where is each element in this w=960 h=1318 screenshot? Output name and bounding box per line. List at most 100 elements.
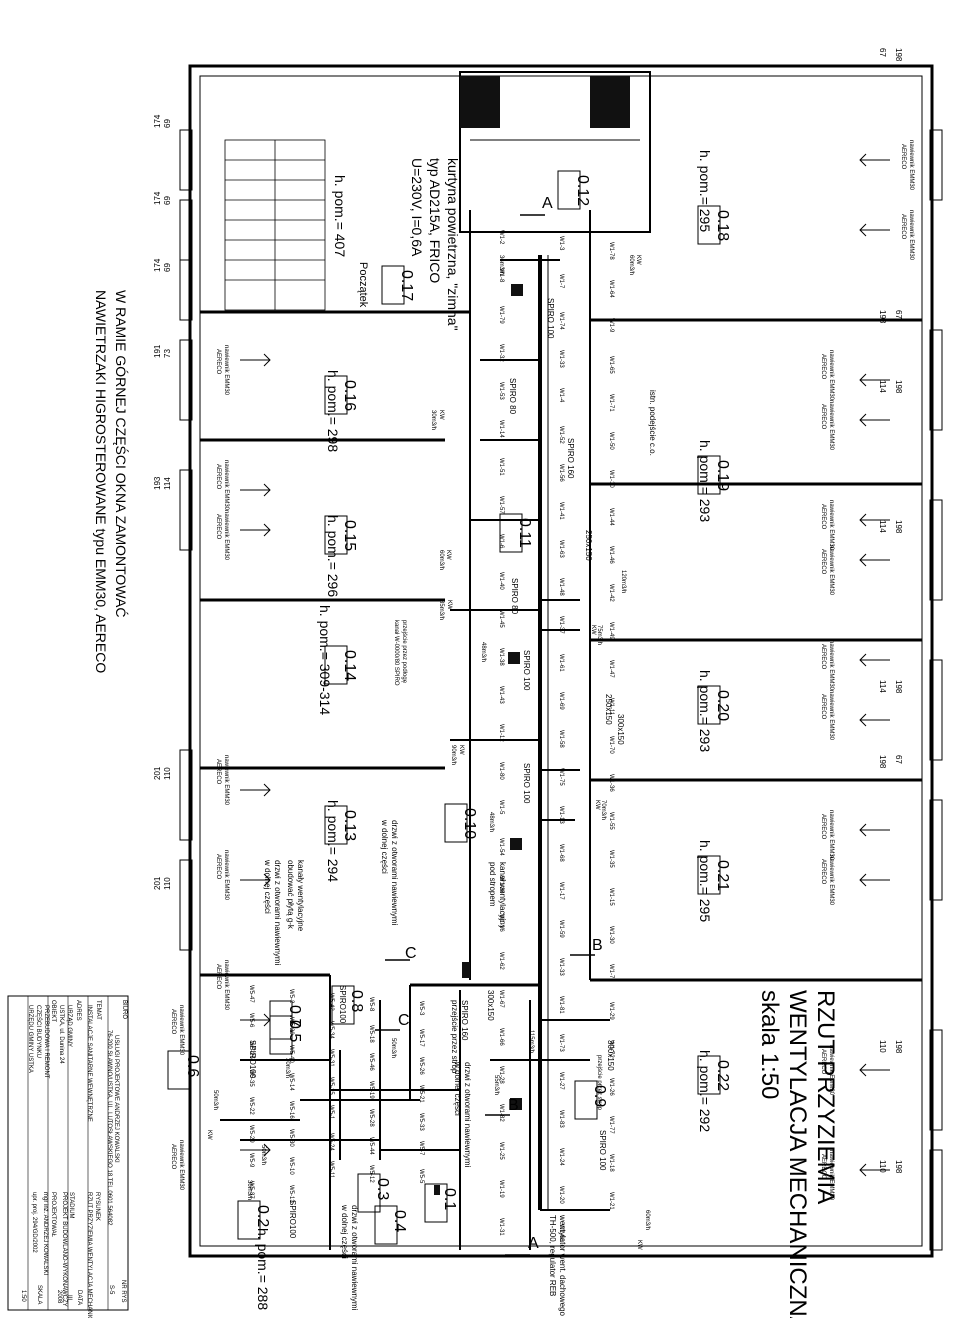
fitting-label: W5-47	[248, 985, 254, 1003]
fitting-label: W1-83	[558, 1110, 564, 1128]
flow-label: 48m3/h	[488, 812, 494, 832]
tb-sheet-label: NR RYS	[120, 1280, 126, 1303]
fitting-label: W5-24	[328, 1133, 334, 1151]
window-dimension: 110	[163, 877, 172, 890]
vent-label: nawiewnik EMM30	[828, 640, 834, 691]
room-number: 0.5	[286, 1020, 303, 1042]
vent-maker: AERECO	[215, 464, 221, 490]
drawing-scale: skala 1:50	[756, 990, 783, 1099]
room-label-box	[574, 1080, 598, 1120]
spiro-160-label: SPIRO 160	[566, 438, 575, 479]
floor-pass-note: przejście przez podłogę	[401, 620, 407, 684]
fitting-label: W1-28	[498, 1066, 504, 1084]
tb-date-1: III	[66, 1295, 72, 1300]
room-number: 0.20	[714, 690, 731, 721]
fitting-label: W5-15	[328, 1077, 334, 1095]
vent-maker: AERECO	[170, 1144, 176, 1170]
fitting-label: W1-9	[608, 318, 614, 333]
flow-label: 30m3/h	[284, 1058, 290, 1078]
room-number: 0.13	[341, 810, 358, 841]
fitting-label: W1-35	[608, 850, 614, 868]
tb-stage: PROJEKT BUDOWLANO-WYKONAWCZY	[61, 1192, 67, 1307]
spiro-100-label: SPIRO 100	[546, 298, 555, 339]
fan-note: wentylator went. dachowego	[558, 1214, 567, 1317]
ceiling-pass-note: przejście przez strop	[596, 1055, 602, 1111]
window-dimension: 198	[878, 310, 887, 324]
fitting-label: W1-3	[558, 236, 564, 251]
fitting-label: W5-28	[368, 1109, 374, 1127]
fitting-label: W1-17	[558, 882, 564, 900]
vent-label: nawiewnik EMM30	[223, 850, 229, 901]
flow-label: 60m3/h	[438, 550, 444, 570]
fitting-label: W1-50	[608, 432, 614, 450]
room-height: h. pom.= 407	[332, 175, 348, 257]
spiro-100-label: SPIRO 100	[522, 650, 531, 691]
flow-label: 75m3/h	[596, 625, 602, 645]
fitting-label: W5-5	[418, 1169, 424, 1184]
tb-drawing-label: RYSUNEK	[94, 1192, 100, 1221]
fitting-label: W1-47	[608, 660, 614, 678]
fitting-label: W1-82	[498, 1104, 504, 1122]
fitting-label: W1-37	[558, 616, 564, 634]
fitting-label: W1-77	[608, 1116, 614, 1134]
room-number: 0.12	[574, 175, 591, 206]
tb-scale: 1:50	[20, 1290, 26, 1302]
tb-permit: upr. proj. 294/GD/2002	[31, 1192, 37, 1253]
vent-label: nawiewnik EMM30	[828, 690, 834, 741]
room-label-box	[381, 265, 405, 305]
fitting-label: W1-49	[608, 622, 614, 640]
window-dimension: 174	[153, 191, 162, 205]
spiro-160-label: SPIRO 160	[460, 1000, 469, 1041]
fitting-label: W1-27	[558, 1072, 564, 1090]
tb-object-2: CZĘŚCI BUDYNKU	[35, 1005, 43, 1058]
vent-maker: AERECO	[215, 854, 221, 880]
floor-pass-note: kanał W-0000/80 SPIRO	[393, 620, 399, 686]
doors-note: w dolnej części	[340, 1204, 349, 1259]
fitting-label: W5-7	[418, 1141, 424, 1156]
fitting-label: W1-4	[558, 388, 564, 403]
vent-label: nawiewnik EMM30	[828, 810, 834, 861]
doors-note: drzwi z otworami nawiewnymi	[350, 1205, 359, 1311]
start-note: Początek	[357, 262, 369, 308]
vent-label: nawiewnik EMM30	[908, 210, 914, 261]
flow-label: 60m3/h	[644, 1210, 650, 1230]
room-height: h. pom.= 293	[697, 440, 713, 522]
room-number: 0.10	[461, 808, 478, 839]
spiro-100-label: SPIRO100	[338, 985, 347, 1024]
tb-stage-label: STADIUM	[68, 1192, 74, 1219]
fitting-label: W5-16	[288, 1101, 294, 1119]
room-number: 0.3	[374, 1178, 391, 1200]
window-dimension: 114	[878, 680, 887, 693]
side-note-line-1: W RAMIE GÓRNEJ CZĘŚCI OKNA ZAMONTOWAĆ	[113, 290, 130, 617]
fitting-label: W5-44	[368, 1137, 374, 1155]
fitting-label: W1-16	[498, 914, 504, 932]
tb-office-address: 76-200 SŁAWNO/USTKA, UL. LUTOSŁAWSKIEGO …	[106, 1030, 112, 1226]
flow-label: KW	[438, 410, 444, 420]
doors-note: w dolnej części	[380, 819, 389, 874]
fitting-label: W1-48	[558, 578, 564, 596]
exhaust-grilles	[434, 284, 523, 1195]
fitting-label: W1-11	[608, 698, 614, 716]
room-label-box	[167, 1050, 191, 1090]
fitting-label: W5-13	[288, 1185, 294, 1203]
fitting-label: W1-57	[498, 496, 504, 514]
fitting-label: W5-8	[368, 997, 374, 1012]
room-number: 0.14	[341, 650, 358, 681]
window-dimension: 73	[163, 349, 172, 358]
flow-label: 50m3/h	[212, 1090, 218, 1110]
vent-maker: AERECO	[820, 404, 826, 430]
vent-maker: AERECO	[820, 814, 826, 840]
duct-size-label: 300x150	[486, 990, 495, 1021]
air-curtain-units	[460, 76, 630, 128]
fitting-label: W1-70	[608, 736, 614, 754]
window-dimension: 110	[878, 1040, 887, 1053]
fitting-label: W5-3	[418, 1001, 424, 1016]
window-dimension: 198	[894, 680, 903, 694]
fitting-label: W1-12	[498, 724, 504, 742]
doors-note: drzwi z otworami nawiewnymi	[273, 860, 282, 966]
vent-label: nawiewnik EMM30	[223, 460, 229, 511]
flow-label: 60m3/h	[628, 255, 634, 275]
room-number: 0.11	[516, 518, 533, 548]
room-label-box	[697, 685, 721, 725]
fitting-label: W1-79	[498, 306, 504, 324]
